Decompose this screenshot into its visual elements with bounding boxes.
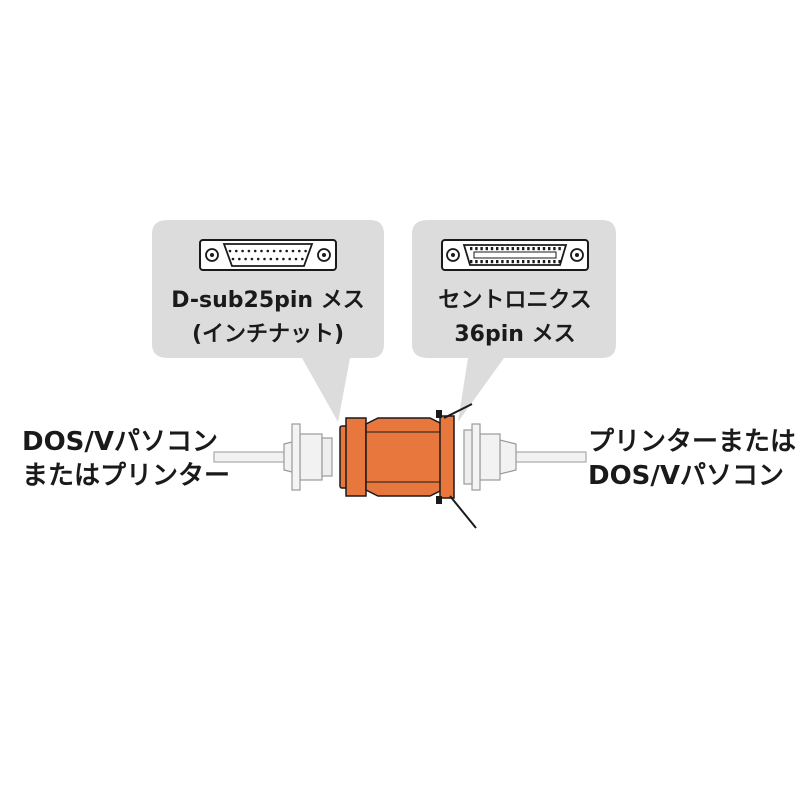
dsub-pin — [269, 257, 273, 261]
dsub-pin — [279, 249, 282, 253]
left-device-label: DOS/Vパソコン またはプリンター — [22, 425, 231, 493]
gender-changer-adapter — [339, 410, 455, 504]
dsub-pin — [247, 249, 251, 253]
centronics-pin — [490, 260, 494, 264]
callout-right-line1: セントロニクス — [438, 288, 592, 313]
upper-latch-clip — [443, 403, 473, 419]
centronics-pin — [558, 247, 561, 251]
right-cable — [463, 423, 587, 491]
centronics-pin — [475, 260, 478, 264]
dsub25-female-connector-icon — [199, 239, 337, 271]
centronics-pin — [501, 247, 504, 251]
centronics-pin — [522, 260, 525, 264]
centronics-pin — [537, 260, 540, 264]
centronics-pin — [558, 260, 561, 264]
centronics-pin — [548, 260, 551, 264]
centronics-pin — [527, 247, 530, 251]
centronics-pin — [501, 260, 504, 264]
lower-latch-clip — [449, 495, 477, 529]
centronics-pin — [506, 260, 509, 264]
right-device-label: プリンターまたは DOS/Vパソコン — [588, 425, 797, 493]
centronics-pin — [496, 260, 499, 264]
dsub-pin — [285, 249, 289, 253]
dsub-pin — [253, 249, 257, 253]
dsub-pin — [244, 257, 247, 261]
centronics-pin — [480, 260, 483, 264]
centronics-pin — [480, 247, 483, 251]
centronics36-female-connector-icon — [441, 239, 589, 271]
dsub-pin — [288, 257, 292, 261]
dsub-pin — [256, 257, 260, 261]
centronics-pin — [516, 260, 520, 264]
dsub-pin — [282, 257, 285, 261]
callout-right-label: セントロニクス 36pin メス — [412, 284, 618, 352]
callout-left-line2: (インチナット) — [191, 322, 345, 347]
centronics-pin — [511, 247, 514, 251]
dsub-pin — [241, 249, 244, 253]
dsub-pin — [301, 257, 304, 261]
centronics-pin — [548, 247, 551, 251]
callout-left-line1: D-sub25pin メス — [171, 288, 365, 313]
centronics-pin — [511, 260, 514, 264]
centronics-pin — [485, 247, 488, 251]
dsub-pin — [231, 257, 235, 261]
centronics-pin — [537, 247, 540, 251]
right-device-line2: DOS/Vパソコン — [588, 461, 785, 491]
callout-left-label: D-sub25pin メス (インチナット) — [152, 284, 384, 352]
centronics-pin — [475, 247, 478, 251]
dsub-pin — [272, 249, 276, 253]
dsub-pin — [266, 249, 270, 253]
centronics-pin — [527, 260, 530, 264]
centronics-pin — [542, 260, 546, 264]
centronics-pin — [522, 247, 525, 251]
dsub-pin — [304, 249, 307, 253]
centronics-pin — [485, 260, 488, 264]
dsub-pin — [275, 257, 279, 261]
dsub-pin — [294, 257, 298, 261]
centronics-pin — [470, 260, 473, 264]
left-cable — [213, 423, 333, 491]
centronics-pin — [553, 247, 556, 251]
dsub-pin — [263, 257, 266, 261]
centronics-pin — [516, 247, 520, 251]
centronics-pin — [470, 247, 473, 251]
left-device-line1: DOS/Vパソコン — [22, 427, 219, 457]
centronics-pin — [506, 247, 509, 251]
dsub-pin — [291, 249, 295, 253]
centronics-pin — [532, 260, 535, 264]
left-device-line2: またはプリンター — [22, 461, 231, 491]
dsub-pin — [250, 257, 254, 261]
centronics-pin — [542, 247, 546, 251]
centronics-pin — [496, 247, 499, 251]
dsub-pin — [228, 249, 232, 253]
dsub-pin — [260, 249, 263, 253]
dsub-pin — [238, 257, 241, 261]
dsub-pin — [235, 249, 238, 253]
right-device-line1: プリンターまたは — [588, 427, 797, 457]
dsub-pin — [298, 249, 301, 253]
centronics-pin — [553, 260, 556, 264]
callout-right-line2: 36pin メス — [454, 322, 576, 347]
centronics-pin — [532, 247, 535, 251]
centronics-pin — [490, 247, 494, 251]
